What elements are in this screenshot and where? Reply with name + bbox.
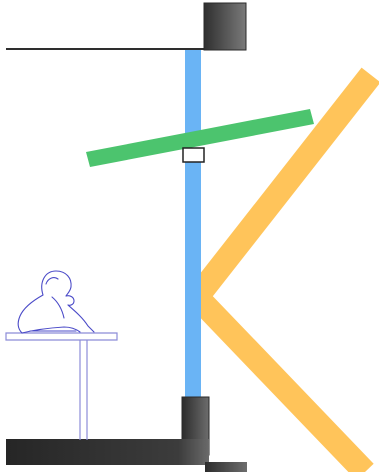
- desk: [5, 332, 118, 440]
- exterior-ledge: [205, 462, 247, 472]
- window-transom: [182, 147, 205, 163]
- reflected-sun-ray: [188, 288, 374, 472]
- lower-glazing-pane: [185, 160, 201, 398]
- seated-person-at-desk-icon: [17, 270, 95, 334]
- incoming-sun-ray: [187, 67, 379, 305]
- sunlight-reflection-icon: [187, 67, 379, 472]
- upper-glazing-pane: [185, 50, 201, 142]
- upper-wall-block: [203, 2, 247, 51]
- shading-fin: [86, 109, 314, 167]
- floor-slab: [6, 439, 209, 465]
